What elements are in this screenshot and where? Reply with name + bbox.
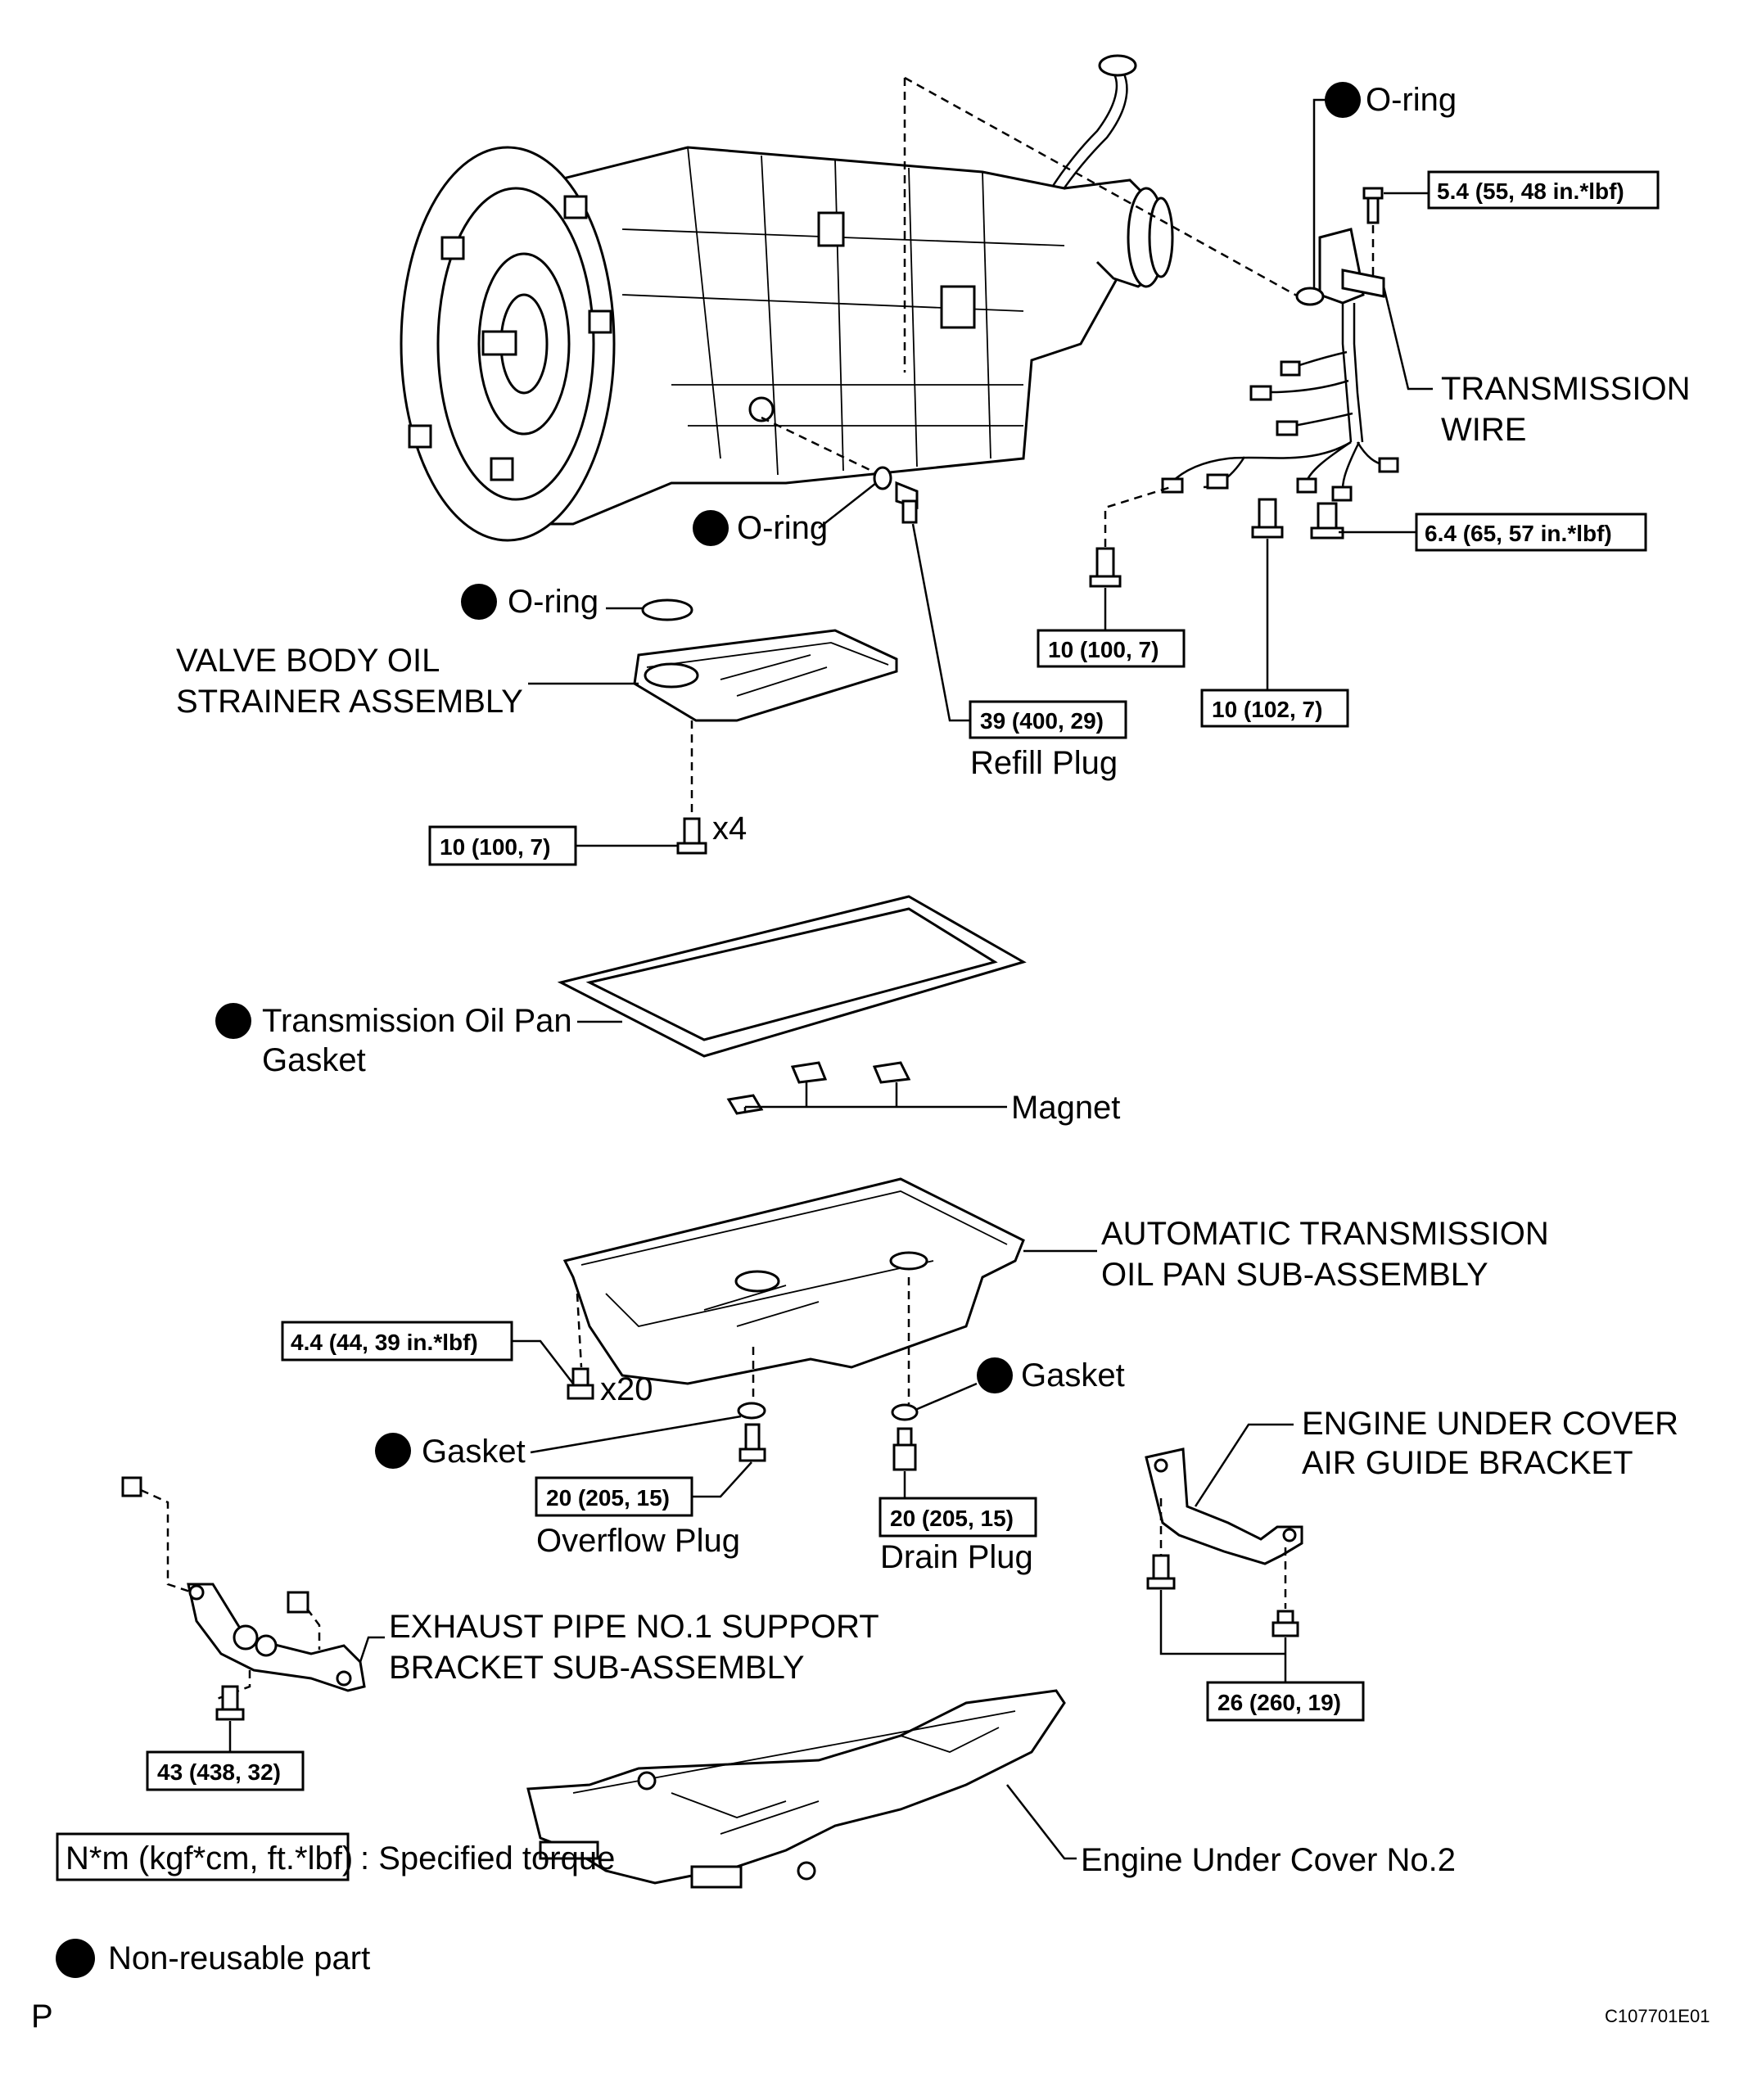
drain-plug-part bbox=[892, 1427, 917, 1471]
torque-box-refill bbox=[969, 700, 1127, 739]
exhaust-label-line2: BRACKET SUB-ASSEMBLY bbox=[389, 1650, 805, 1686]
torque-box-drain bbox=[879, 1497, 1037, 1538]
transmission-wire bbox=[1161, 228, 1399, 502]
legend-torque-text: : Specified torque bbox=[360, 1840, 615, 1876]
wire-bolt-center bbox=[1251, 498, 1284, 539]
gasket-left-label: Gasket bbox=[422, 1434, 526, 1470]
gasket-right-label: Gasket bbox=[1021, 1357, 1125, 1393]
transmission-wire-label-line2: WIRE bbox=[1441, 412, 1526, 448]
wire-top-bolt bbox=[1362, 187, 1384, 224]
o-ring-strainer-part bbox=[641, 598, 693, 621]
non-reusable-dot-gasket-right bbox=[977, 1357, 1013, 1393]
torque-wire-bolt-a: 10 (100, 7) bbox=[1048, 637, 1159, 662]
torque-drain: 20 (205, 15) bbox=[890, 1506, 1014, 1531]
refill-plug-label: Refill Plug bbox=[970, 745, 1118, 781]
torque-box-exhaust bbox=[146, 1750, 305, 1791]
refill-plug-part bbox=[895, 481, 919, 524]
legend-torque-box bbox=[56, 1832, 350, 1881]
non-reusable-dot-pan-gasket bbox=[215, 1003, 251, 1039]
transmission-wire-label-line1: TRANSMISSION bbox=[1441, 371, 1690, 407]
pan-gasket-label-line1: Transmission Oil Pan bbox=[262, 1003, 572, 1039]
overflow-plug-label: Overflow Plug bbox=[536, 1523, 740, 1559]
air-guide-bolt-left bbox=[1146, 1554, 1176, 1590]
strainer-part bbox=[633, 629, 898, 722]
torque-strainer: 10 (100, 7) bbox=[440, 834, 550, 860]
under-cover-label: Engine Under Cover No.2 bbox=[1081, 1842, 1456, 1878]
non-reusable-dot-oring-left bbox=[461, 584, 497, 620]
wire-bolt-left bbox=[1089, 547, 1122, 588]
o-ring-top-label: O-ring bbox=[1366, 82, 1457, 118]
oil-pan-part bbox=[562, 1177, 1025, 1385]
torque-air-guide: 26 (260, 19) bbox=[1217, 1690, 1341, 1715]
wire-bolt-right bbox=[1310, 502, 1344, 540]
exhaust-bolt-part bbox=[215, 1685, 245, 1721]
figure-id: C107701E01 bbox=[1605, 2006, 1710, 2026]
pan-bolt-part bbox=[567, 1367, 594, 1400]
oil-pan-label-line2: OIL PAN SUB-ASSEMBLY bbox=[1101, 1257, 1488, 1293]
overflow-gasket-part bbox=[737, 1402, 766, 1420]
exhaust-bracket-part bbox=[121, 1476, 366, 1692]
strainer-bolt bbox=[676, 817, 707, 855]
non-reusable-dot-oring-mid bbox=[693, 510, 729, 546]
torque-overflow: 20 (205, 15) bbox=[546, 1485, 670, 1511]
alignment-line-plug bbox=[761, 416, 881, 476]
air-guide-label-line2: AIR GUIDE BRACKET bbox=[1302, 1445, 1633, 1481]
air-guide-label-line1: ENGINE UNDER COVER bbox=[1302, 1406, 1678, 1442]
strainer-label-line2: STRAINER ASSEMBLY bbox=[176, 684, 523, 720]
torque-box-wire-bolt-a bbox=[1037, 629, 1186, 668]
air-guide-bolt-right bbox=[1272, 1610, 1299, 1637]
transmission-assembly bbox=[400, 54, 1174, 542]
torque-wire-top: 5.4 (55, 48 in.*lbf) bbox=[1437, 178, 1624, 204]
torque-box-wire-bolt-b bbox=[1200, 689, 1349, 728]
pan-bolt-qty: x20 bbox=[600, 1371, 653, 1407]
o-ring-left-label: O-ring bbox=[508, 584, 598, 620]
legend-torque-box-text: N*m (kgf*cm, ft.*lbf) bbox=[65, 1840, 353, 1876]
torque-box-strainer bbox=[428, 825, 577, 866]
engine-under-cover-part bbox=[526, 1689, 1066, 1889]
torque-box-pan-bolts bbox=[281, 1321, 513, 1362]
drain-gasket-part bbox=[891, 1403, 919, 1421]
torque-pan-bolts: 4.4 (44, 39 in.*lbf) bbox=[291, 1330, 478, 1355]
torque-box-wire-bottom bbox=[1415, 513, 1647, 552]
overflow-plug-part bbox=[739, 1423, 766, 1462]
torque-exhaust: 43 (438, 32) bbox=[157, 1759, 281, 1785]
torque-refill: 39 (400, 29) bbox=[980, 708, 1104, 734]
torque-wire-bottom: 6.4 (65, 57 in.*lbf) bbox=[1425, 521, 1612, 546]
legend-non-reusable-dot bbox=[56, 1939, 95, 1978]
pan-gasket-label-line2: Gasket bbox=[262, 1042, 366, 1078]
legend-non-reusable-text: Non-reusable part bbox=[108, 1940, 370, 1976]
o-ring-mid-label: O-ring bbox=[737, 510, 828, 546]
torque-wire-bolt-b: 10 (102, 7) bbox=[1212, 697, 1322, 722]
pan-gasket-part bbox=[557, 895, 1027, 1058]
magnet-parts bbox=[726, 1061, 911, 1115]
alignment-line-diagonal bbox=[904, 76, 1311, 305]
torque-box-air-guide bbox=[1206, 1681, 1365, 1722]
oil-pan-label-line1: AUTOMATIC TRANSMISSION bbox=[1101, 1216, 1549, 1252]
torque-box-wire-top bbox=[1427, 170, 1660, 210]
o-ring-refill-part bbox=[873, 466, 892, 490]
non-reusable-dot-gasket-left bbox=[375, 1433, 411, 1469]
corner-p-label: P bbox=[31, 1998, 53, 2035]
drain-plug-label: Drain Plug bbox=[880, 1539, 1033, 1575]
exhaust-label-line1: EXHAUST PIPE NO.1 SUPPORT bbox=[389, 1609, 879, 1645]
o-ring-top-part bbox=[1295, 287, 1325, 306]
non-reusable-dot-oring-top bbox=[1325, 82, 1361, 118]
strainer-qty: x4 bbox=[712, 811, 747, 847]
strainer-label-line1: VALVE BODY OIL bbox=[176, 643, 440, 679]
air-guide-bracket-part bbox=[1145, 1447, 1303, 1565]
magnet-label: Magnet bbox=[1011, 1090, 1120, 1126]
